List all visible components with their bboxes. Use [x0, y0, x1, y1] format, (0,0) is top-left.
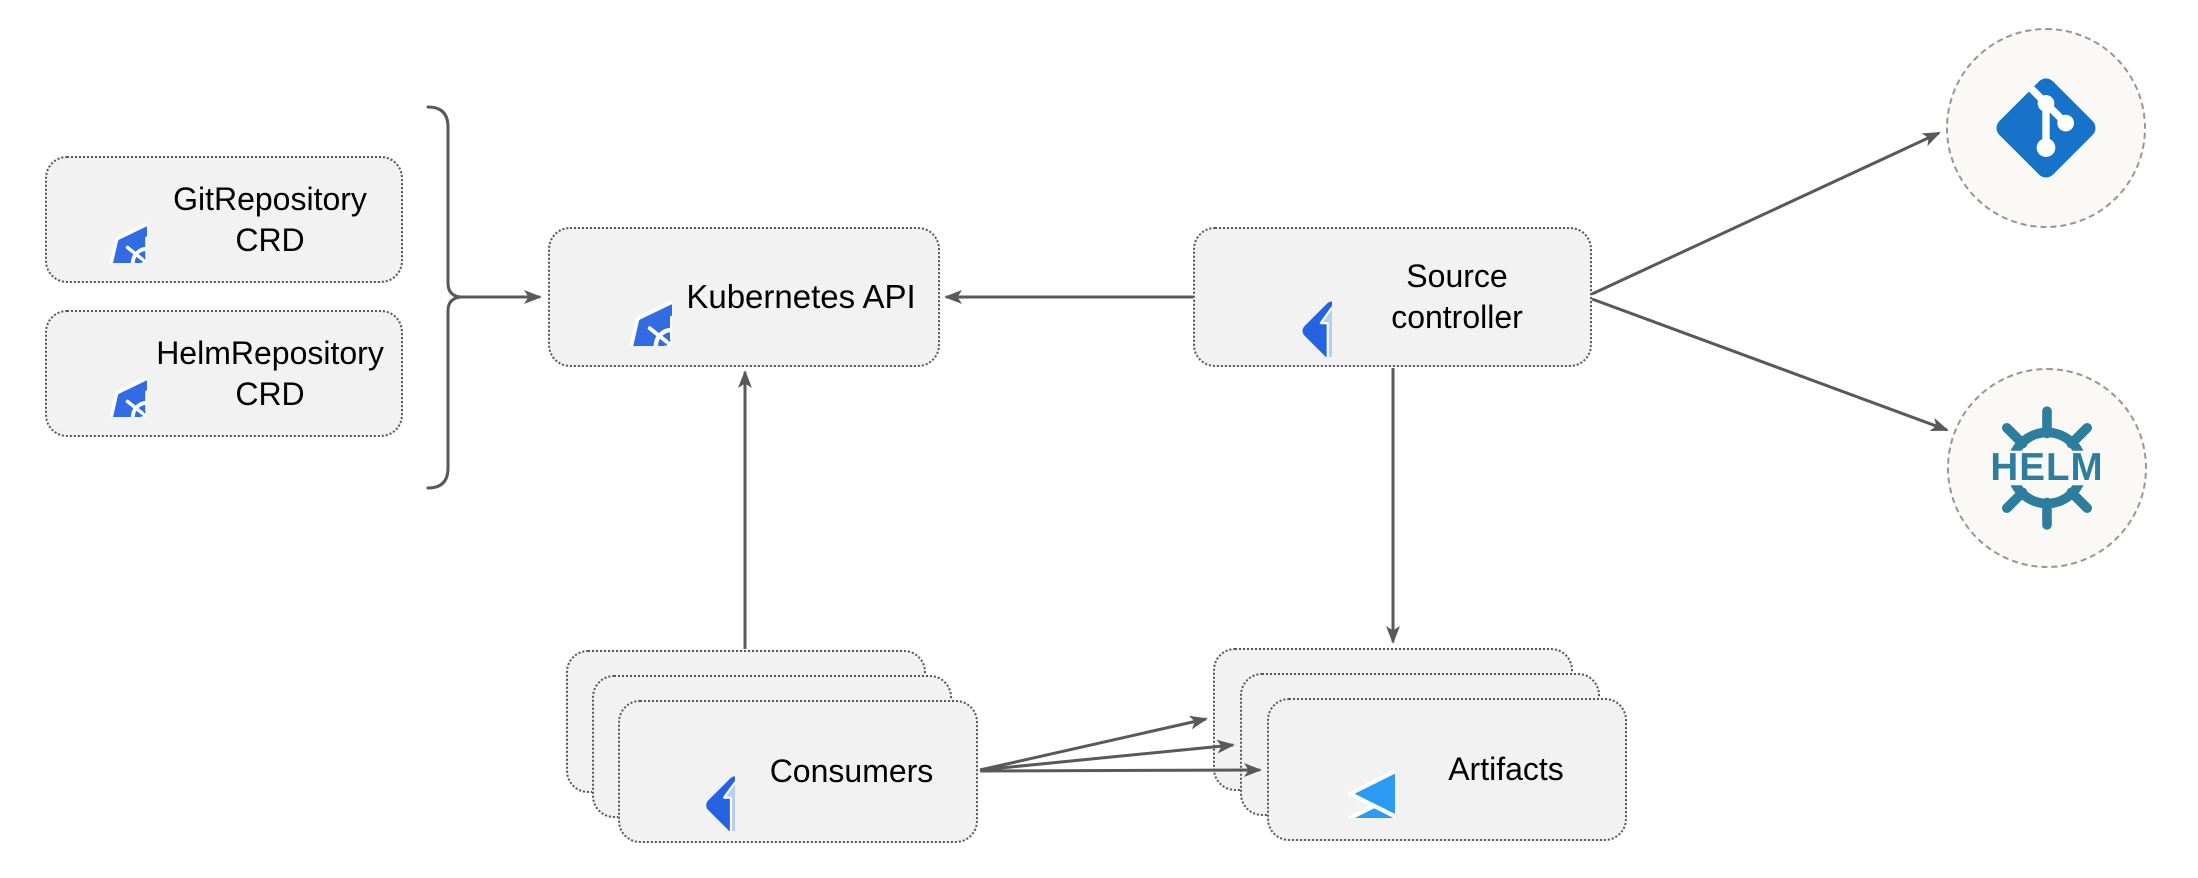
helm-icon: HELM — [1977, 406, 2117, 530]
node-artifacts-front: Artifacts — [1267, 698, 1627, 841]
node-helm-remote: HELM — [1947, 368, 2147, 568]
kubernetes-icon — [61, 177, 147, 263]
node-label: GitRepository CRD — [147, 179, 401, 261]
layers-icon — [1291, 721, 1395, 818]
edge-source-to-git-remote-arrow — [1591, 131, 1941, 296]
node-label: Artifacts — [1448, 751, 1564, 788]
flux-icon — [1235, 237, 1332, 357]
node-label-line1: Source — [1406, 258, 1508, 295]
kubernetes-icon — [574, 248, 672, 346]
node-consumers-front: Consumers — [618, 700, 978, 843]
kubernetes-icon — [61, 331, 147, 417]
node-helmrepository-crd: HelmRepository CRD — [45, 310, 403, 437]
node-kubernetes-api: Kubernetes API — [548, 227, 940, 367]
node-git-remote — [1946, 28, 2146, 228]
node-gitrepository-crd: GitRepository CRD — [45, 156, 403, 283]
node-source-controller: Source controller — [1193, 227, 1592, 367]
node-label-line2: controller — [1391, 299, 1523, 335]
git-icon — [1996, 78, 2096, 178]
edge-consumers-to-artifacts-middle-arrow — [979, 739, 1235, 772]
node-label: Source controller — [1332, 256, 1590, 338]
node-label: Consumers — [769, 753, 934, 790]
node-label: HelmRepository CRD — [147, 333, 401, 415]
edge-source-to-helm-remote-arrow — [1591, 297, 1949, 432]
node-label-line2: CRD — [235, 375, 305, 412]
node-label-line1: GitRepository — [173, 180, 367, 217]
edge-consumers-to-artifacts-back-arrow — [979, 715, 1208, 772]
flux-icon — [640, 713, 735, 831]
helm-logo-text: HELM — [1990, 446, 2103, 489]
node-label-line2: CRD — [235, 221, 305, 258]
node-label-line1: HelmRepository — [156, 334, 384, 371]
grouping-brace — [426, 105, 462, 490]
node-label: Kubernetes API — [686, 277, 916, 315]
